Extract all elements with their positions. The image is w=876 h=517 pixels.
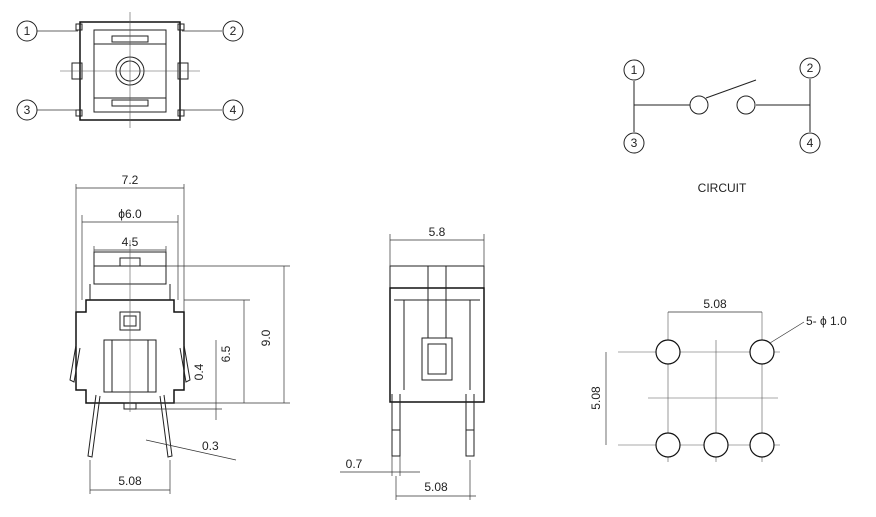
pcb-hole [655,432,681,458]
dim-height-body: 6.5 [219,345,233,362]
dim-lead-width: 0.7 [346,457,363,471]
dim-cap-diameter: ϕ6.0 [118,207,142,221]
pcb-hole [749,432,775,458]
dim-pitch: 5.08 [118,474,142,488]
hole-callout: 5- ϕ 1.0 [806,314,847,328]
pin-4-marker [222,99,244,121]
switch-contact [705,79,757,99]
dim-side-width: 5.8 [429,225,446,239]
pin-2-marker [222,20,244,42]
circuit-pin-2: 2 [807,61,814,75]
pcb-hole [703,432,729,458]
dim-side-pitch: 5.08 [424,480,448,494]
pin-3-label: 3 [24,103,31,117]
circuit-diagram: 1 2 3 4 CIRCUIT [623,57,821,195]
pcb-hole [655,339,681,365]
pin-3-marker [16,99,38,121]
pcb-hole [749,339,775,365]
dim-pcb-pitch-y: 5.08 [589,386,603,410]
front-view: 7.2 ϕ6.0 4.5 9.0 6.5 0.4 0.3 5.08 [69,173,290,494]
circuit-label: CIRCUIT [698,181,747,195]
circuit-pin-1: 1 [631,63,638,77]
dim-lead-thickness: 0.3 [202,439,219,453]
top-view: 1 2 3 4 [16,12,244,128]
pin-2-label: 2 [230,24,237,38]
circuit-pin-3: 3 [631,136,638,150]
dim-width: 7.2 [122,173,139,187]
dim-standoff: 0.4 [192,363,206,380]
pcb-layout: 5.08 5.08 5- ϕ 1.0 [589,297,847,462]
circuit-pin-4: 4 [807,136,814,150]
pin-4-label: 4 [230,103,237,117]
dim-pcb-pitch-x: 5.08 [703,297,727,311]
dim-cap-width: 4.5 [122,235,139,249]
pin-1-marker [16,20,38,42]
pin-1-label: 1 [24,24,31,38]
dim-height-total: 9.0 [259,329,273,346]
side-view: 5.8 0.7 5.08 [340,225,485,500]
